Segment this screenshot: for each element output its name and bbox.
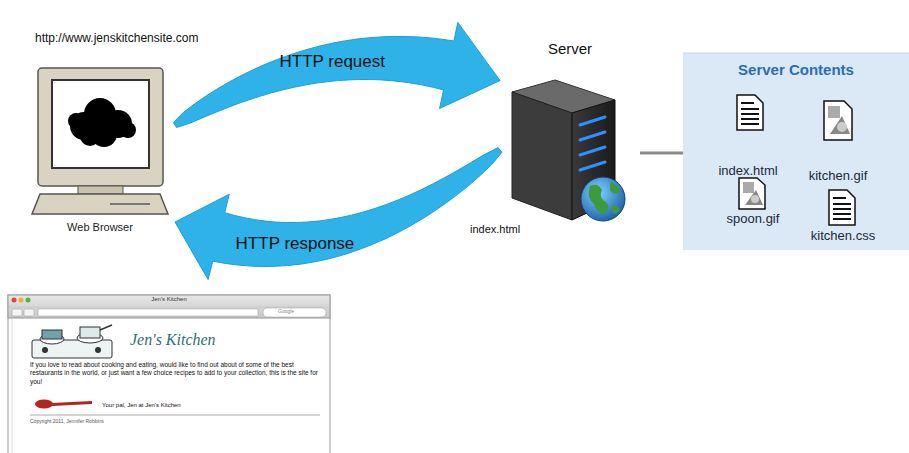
node-label: spoon.gif	[727, 211, 780, 226]
server-illustration	[512, 80, 625, 221]
browser-node: Web Browser	[25, 62, 175, 237]
computer-illustration	[32, 68, 168, 214]
page-text: Copyright 2011, Jennifer Robbins	[30, 418, 104, 424]
node-label: Server Contents	[738, 61, 854, 78]
node-label: index.html	[718, 163, 777, 178]
file-item: kitchen.gif	[793, 103, 883, 183]
node-label: Web Browser	[67, 221, 133, 233]
file-icons	[737, 95, 855, 225]
page-text: Jen's Kitchen	[130, 331, 216, 349]
page-text: Google	[278, 308, 294, 314]
contents-panel	[683, 53, 909, 250]
file-label: index.html	[470, 223, 520, 235]
browser-screenshot: Jen's KitchenGoogleJen's KitchenIf you l…	[8, 295, 330, 453]
page-text: Jen's Kitchen	[8, 296, 330, 302]
file-item: kitchen.css	[798, 163, 888, 243]
arrow-label: HTTP request	[279, 52, 385, 72]
node-label: kitchen.css	[811, 228, 875, 243]
flow-arrow	[175, 148, 502, 280]
page-text: Your pal, Jen at Jen's Kitchen	[102, 402, 181, 408]
url-label: http://www.jenskitchensite.com	[35, 31, 198, 45]
page-text: If you love to read about cooking and ea…	[30, 361, 322, 386]
flow-arrow	[173, 22, 500, 127]
node-label: Server	[548, 40, 592, 57]
arrow-label: HTTP response	[236, 234, 355, 254]
link-line	[640, 152, 683, 155]
file-item: spoon.gif	[713, 146, 793, 226]
screenshot-window	[8, 295, 330, 453]
contents-panel: Server Contents index.html kitchen.gif spoo…	[683, 53, 909, 250]
node-label: kitchen.gif	[809, 168, 868, 183]
file-item: index.html	[703, 98, 793, 178]
server-node: Server	[500, 38, 640, 223]
